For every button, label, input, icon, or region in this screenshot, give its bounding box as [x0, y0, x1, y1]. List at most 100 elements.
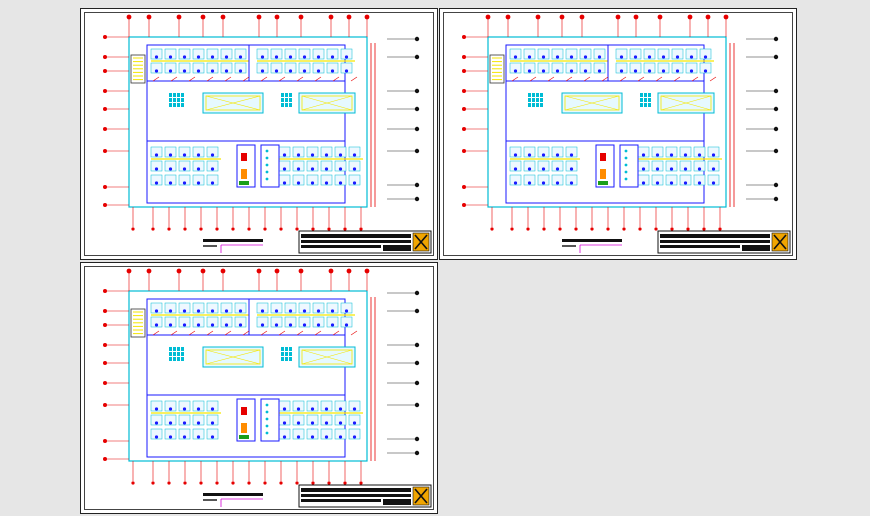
fire-equipment	[241, 153, 247, 161]
grid-bubble-left	[103, 203, 107, 207]
toilet-fixture	[624, 149, 628, 153]
utility-green	[239, 435, 249, 439]
drawing-sheet-1[interactable]	[80, 8, 438, 260]
workstation	[192, 428, 205, 440]
workstation	[192, 62, 205, 74]
workstation	[306, 400, 319, 412]
workstation	[629, 48, 642, 60]
grid-bubble-right	[773, 36, 779, 42]
chair	[182, 309, 187, 313]
workstation	[178, 62, 191, 74]
grid-bubble-bottom	[311, 481, 315, 485]
chair	[168, 421, 173, 425]
grid-bubble-bottom	[231, 227, 235, 231]
grid-bubble-top	[485, 14, 491, 20]
workstation	[326, 316, 339, 328]
workstation	[334, 174, 347, 186]
workstation	[685, 48, 698, 60]
chair	[338, 153, 343, 157]
chair	[583, 69, 588, 73]
grid-bubble-top	[723, 14, 729, 20]
toilet-fixture	[265, 156, 269, 160]
workstation	[178, 400, 191, 412]
workstation	[306, 414, 319, 426]
chair	[168, 435, 173, 439]
drawing-sheet-3[interactable]	[80, 262, 438, 514]
chair	[274, 309, 279, 313]
door-swing	[673, 76, 681, 82]
seat	[177, 357, 180, 361]
door-swing	[170, 76, 178, 82]
chair	[569, 181, 574, 185]
chair	[302, 323, 307, 327]
workstation	[334, 160, 347, 172]
chair	[182, 181, 187, 185]
service-core	[236, 144, 256, 188]
workstation	[643, 62, 656, 74]
workstation	[312, 316, 325, 328]
chair	[210, 167, 215, 171]
door-swing	[152, 330, 160, 336]
workstation	[206, 400, 219, 412]
seat	[281, 93, 284, 97]
workstation	[551, 48, 564, 60]
workstation	[671, 62, 684, 74]
scale-label	[203, 499, 217, 501]
seat	[640, 98, 643, 102]
grid-bubble-left	[462, 149, 466, 153]
seat	[285, 93, 288, 97]
grid-bubble-top	[328, 14, 334, 20]
workstation	[164, 174, 177, 186]
grid-bubble-bottom	[131, 227, 135, 231]
table-cross	[564, 95, 620, 111]
workstation	[284, 302, 297, 314]
grid-bubble-right	[773, 54, 779, 60]
workstation	[234, 62, 247, 74]
grid-bubble-right	[414, 308, 420, 314]
door-swing	[511, 76, 519, 82]
door-swing	[170, 330, 178, 336]
seat	[648, 103, 651, 107]
chair	[697, 153, 702, 157]
grid-bubble-bottom	[343, 481, 347, 485]
workstation	[348, 428, 361, 440]
chair	[210, 435, 215, 439]
seat	[644, 103, 647, 107]
workstation	[629, 62, 642, 74]
seat	[169, 103, 172, 107]
chair	[338, 407, 343, 411]
workstation	[657, 62, 670, 74]
chair	[282, 421, 287, 425]
chair	[555, 69, 560, 73]
workstation	[178, 160, 191, 172]
seat	[644, 93, 647, 97]
workstation	[693, 174, 706, 186]
workstation	[699, 48, 712, 60]
grid-bubble-left	[103, 381, 107, 385]
workstation	[615, 48, 628, 60]
chair	[310, 153, 315, 157]
chair	[168, 181, 173, 185]
workstation	[192, 174, 205, 186]
workstation	[234, 316, 247, 328]
fire-equipment	[241, 407, 247, 415]
seat	[648, 98, 651, 102]
chair	[647, 69, 652, 73]
seat	[289, 103, 292, 107]
chair	[168, 167, 173, 171]
chair	[168, 407, 173, 411]
workstation	[312, 62, 325, 74]
drawing-sheet-2[interactable]	[439, 8, 797, 260]
chair	[288, 323, 293, 327]
workstation	[234, 48, 247, 60]
grid-bubble-bottom	[670, 227, 674, 231]
seat	[289, 347, 292, 351]
scale-bar	[203, 239, 263, 242]
chair	[703, 55, 708, 59]
chair	[296, 407, 301, 411]
grid-bubble-top	[256, 268, 262, 274]
workstation	[699, 62, 712, 74]
grid-bubble-right	[414, 436, 420, 442]
workstation	[679, 174, 692, 186]
service-core	[260, 144, 280, 188]
